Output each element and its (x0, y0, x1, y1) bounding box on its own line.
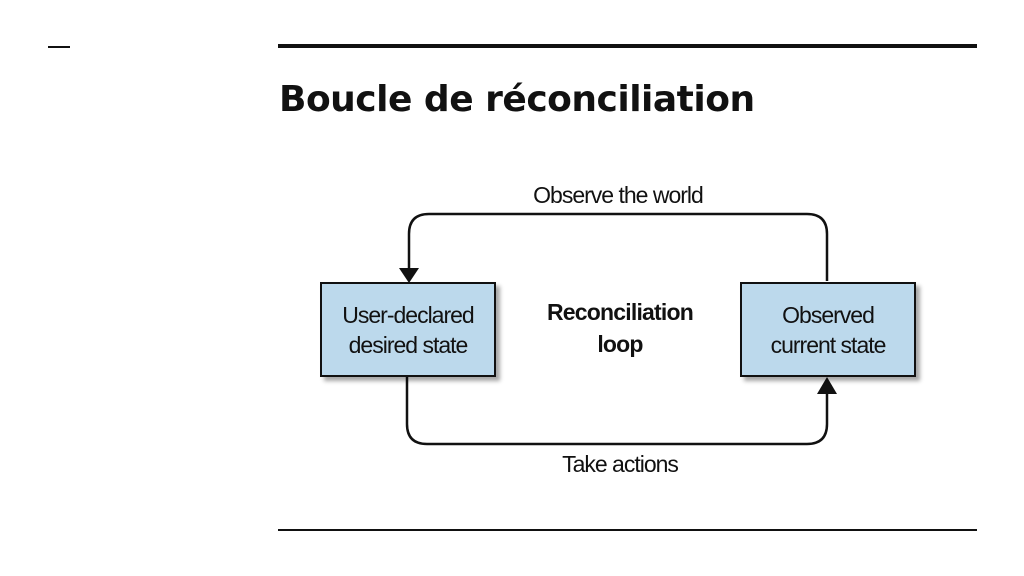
observe-label: Observe the world (533, 182, 704, 208)
desired-state-box: User-declared desired state (320, 282, 496, 377)
reconciliation-diagram: Observe the world User-declared desired … (300, 170, 940, 490)
observe-arrow-path (407, 212, 829, 281)
observed-state-box: Observed current state (740, 282, 916, 377)
loop-arrows (399, 212, 837, 446)
bottom-rule (278, 529, 977, 531)
center-label-line1: Reconciliation (547, 299, 694, 325)
observed-state-line1: Observed (782, 301, 875, 328)
slide-marker-dash (48, 46, 70, 48)
slide-title: Boucle de réconciliation (279, 79, 755, 120)
desired-state-line2: desired state (348, 331, 469, 358)
reconciliation-loop-label: Reconciliation loop (525, 296, 715, 360)
take-actions-label: Take actions (562, 451, 679, 477)
desired-state-line1: User-declared (342, 301, 474, 328)
action-arrow-path (405, 375, 829, 446)
top-rule (278, 44, 977, 48)
observed-state-line2: current state (770, 331, 887, 358)
center-label-line2: loop (597, 331, 643, 357)
action-arrowhead (817, 377, 837, 394)
observe-arrowhead (399, 268, 419, 283)
